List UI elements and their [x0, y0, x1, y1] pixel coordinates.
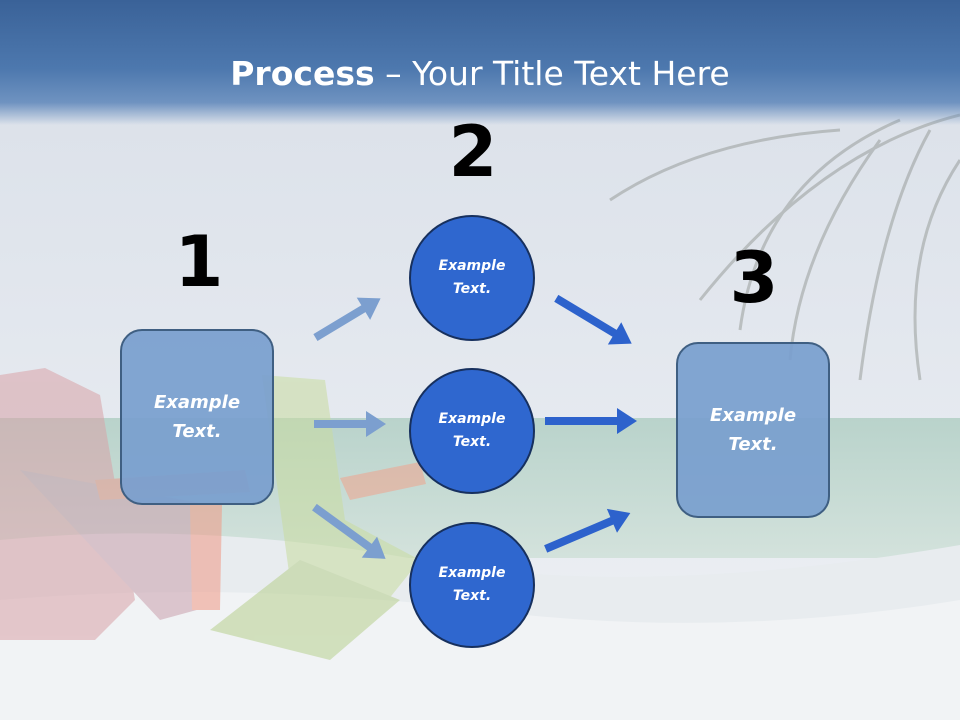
arrow-2-middle-to-3-icon	[545, 408, 637, 434]
step-2-circle-middle-text: Example Text.	[438, 411, 506, 450]
title-bold: Process	[230, 54, 375, 93]
step-3-number: 3	[729, 237, 779, 319]
step-3-text: Example Text.	[709, 405, 797, 455]
step-2-circle-bottom-text: Example Text.	[438, 565, 506, 604]
step-2-circle-middle: Example Text.	[409, 368, 535, 494]
arrow-2-bottom-to-3-icon	[544, 508, 631, 553]
title-rest: – Your Title Text Here	[374, 54, 730, 93]
arrow-1-to-2-middle-icon	[314, 411, 386, 437]
step-2-circle-top-text: Example Text.	[438, 258, 506, 297]
step-1-number: 1	[174, 221, 224, 303]
arrow-2-top-to-3-icon	[554, 294, 632, 345]
arrow-1-to-2-bottom-icon	[312, 503, 386, 559]
step-2-circle-bottom: Example Text.	[409, 522, 535, 648]
arrow-1-to-2-top-icon	[313, 297, 381, 342]
step-2-number: 2	[448, 111, 498, 193]
step-3-box: Example Text.	[676, 342, 830, 518]
step-1-box: Example Text.	[120, 329, 274, 505]
step-1-text: Example Text.	[153, 392, 241, 442]
slide-title: Process – Your Title Text Here	[0, 52, 960, 96]
step-2-circle-top: Example Text.	[409, 215, 535, 341]
title-bar	[0, 0, 960, 125]
